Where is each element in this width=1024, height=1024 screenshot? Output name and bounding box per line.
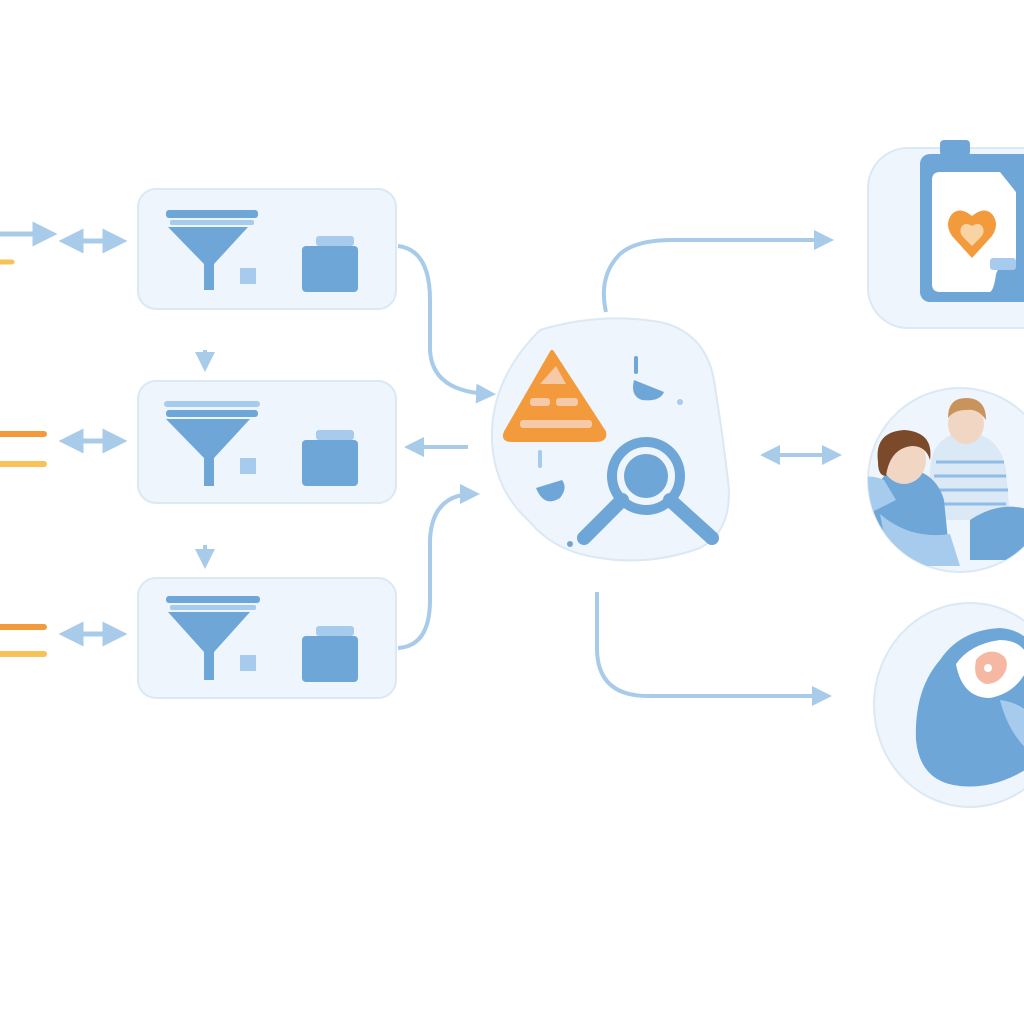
funnel-icon [164, 401, 260, 486]
output-people-illustration [867, 387, 1024, 573]
filter-stage-3 [137, 577, 397, 699]
folder-icon [302, 430, 358, 486]
input-line-3 [0, 624, 47, 657]
connector-hub-to-output-top [601, 230, 834, 313]
small-square-icon [240, 655, 256, 671]
connector-stage1-to-hub [397, 244, 496, 404]
folder-icon [302, 626, 358, 682]
output-card-heart-document [867, 140, 1024, 329]
funnel-icon [166, 210, 258, 290]
small-square-icon [240, 268, 256, 284]
output-cell-illustration [873, 602, 1024, 808]
small-square-icon [240, 458, 256, 474]
heart-document-icon [920, 140, 1024, 302]
filter-stage-2 [137, 380, 397, 504]
magnifier-icon [577, 437, 719, 545]
connector-hub-to-output-bottom [595, 592, 832, 706]
warning-triangle-icon [502, 350, 607, 442]
filter-stage-1 [137, 188, 397, 310]
connector-stage3-to-hub [397, 484, 480, 650]
folder-icon [302, 236, 358, 292]
decorative-marks [536, 356, 683, 547]
input-line-1 [0, 221, 58, 265]
cell-illustration [915, 628, 1024, 787]
input-line-2 [0, 431, 47, 467]
analysis-hub [490, 317, 730, 562]
funnel-icon [166, 596, 260, 680]
